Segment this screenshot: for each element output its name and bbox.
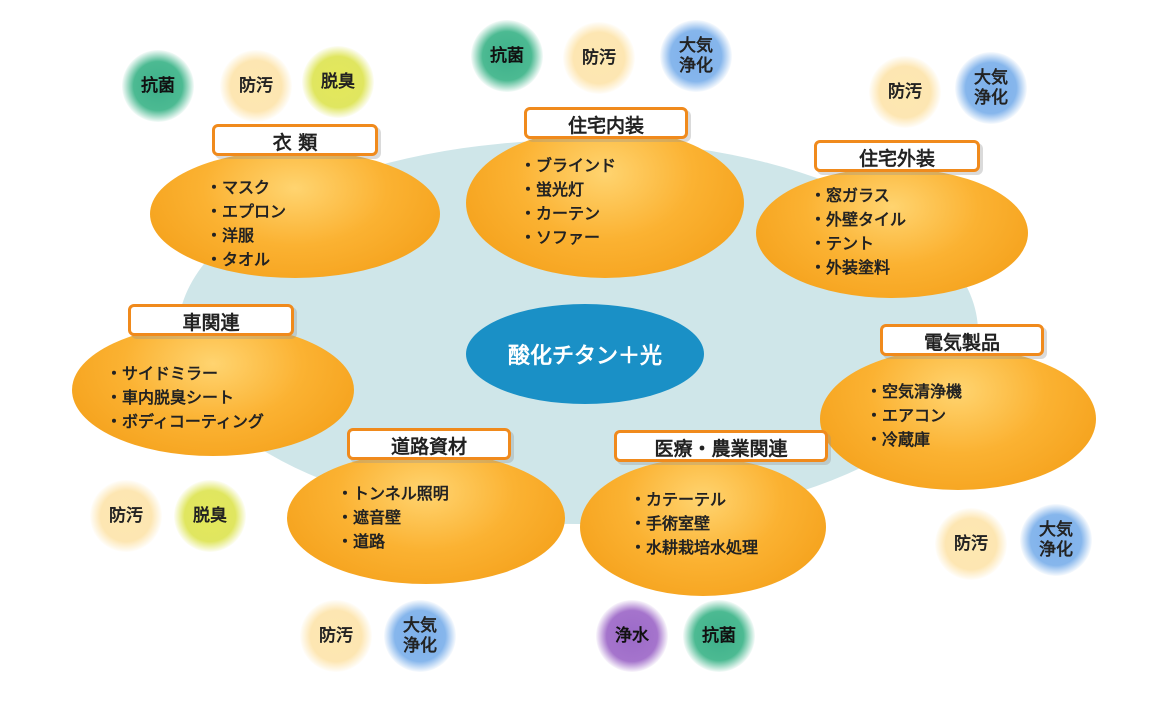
list-item: 外装塗料 [810, 256, 906, 280]
antifouling-badge: 防汚 [563, 22, 635, 94]
air-purification-badge: 大気 浄化 [1020, 504, 1092, 576]
category-title: 医療・農業関連 [614, 430, 828, 462]
category-items: トンネル照明 遮音壁 道路 [337, 482, 449, 554]
list-item: 蛍光灯 [520, 178, 616, 202]
category-title: 住宅外装 [814, 140, 980, 172]
list-item: 外壁タイル [810, 208, 906, 232]
center-titanium-oxide: 酸化チタン＋光 [466, 304, 704, 404]
deodorizing-badge: 脱臭 [302, 46, 374, 118]
category-title: 車関連 [128, 304, 294, 336]
category-items: 窓ガラス 外壁タイル テント 外装塗料 [810, 184, 906, 280]
category-exterior: 住宅外装 窓ガラス 外壁タイル テント 外装塗料 [756, 140, 1028, 298]
category-automotive: 車関連 サイドミラー 車内脱臭シート ボディコーティング [72, 304, 354, 456]
antibacterial-badge: 抗菌 [471, 20, 543, 92]
antifouling-badge: 防汚 [90, 480, 162, 552]
list-item: 窓ガラス [810, 184, 906, 208]
list-item: 空気清浄機 [866, 380, 962, 404]
list-item: サイドミラー [106, 362, 264, 386]
category-title: 住宅内装 [524, 107, 688, 139]
list-item: ボディコーティング [106, 410, 264, 434]
antifouling-badge: 防汚 [300, 600, 372, 672]
list-item: エアコン [866, 404, 962, 428]
category-items: マスク エプロン 洋服 タオル [206, 176, 286, 272]
list-item: カテーテル [630, 488, 758, 512]
category-title: 道路資材 [347, 428, 511, 460]
air-purification-badge: 大気 浄化 [660, 20, 732, 92]
list-item: タオル [206, 248, 286, 272]
list-item: ブラインド [520, 154, 616, 178]
category-items: ブラインド 蛍光灯 カーテン ソファー [520, 154, 616, 250]
category-interior: 住宅内装 ブラインド 蛍光灯 カーテン ソファー [466, 107, 744, 278]
category-title: 電気製品 [880, 324, 1044, 356]
list-item: 遮音壁 [337, 506, 449, 530]
antifouling-badge: 防汚 [869, 56, 941, 128]
list-item: 道路 [337, 530, 449, 554]
air-purification-badge: 大気 浄化 [384, 600, 456, 672]
category-title: 衣 類 [212, 124, 378, 156]
list-item: マスク [206, 176, 286, 200]
category-road-materials: 道路資材 トンネル照明 遮音壁 道路 [287, 428, 565, 584]
category-clothing: 衣 類 マスク エプロン 洋服 タオル [150, 124, 440, 278]
antibacterial-badge: 抗菌 [683, 600, 755, 672]
category-electronics: 電気製品 空気清浄機 エアコン 冷蔵庫 [820, 324, 1096, 490]
category-medical-agriculture: 医療・農業関連 カテーテル 手術室壁 水耕栽培水処理 [580, 430, 828, 596]
list-item: 冷蔵庫 [866, 428, 962, 452]
list-item: ソファー [520, 226, 616, 250]
list-item: 手術室壁 [630, 512, 758, 536]
antibacterial-badge: 抗菌 [122, 50, 194, 122]
category-items: 空気清浄機 エアコン 冷蔵庫 [866, 380, 962, 452]
list-item: 洋服 [206, 224, 286, 248]
list-item: テント [810, 232, 906, 256]
list-item: トンネル照明 [337, 482, 449, 506]
list-item: カーテン [520, 202, 616, 226]
deodorizing-badge: 脱臭 [174, 480, 246, 552]
category-ellipse [150, 150, 440, 278]
list-item: 車内脱臭シート [106, 386, 264, 410]
water-purification-badge: 浄水 [596, 600, 668, 672]
air-purification-badge: 大気 浄化 [955, 52, 1027, 124]
list-item: 水耕栽培水処理 [630, 536, 758, 560]
category-items: サイドミラー 車内脱臭シート ボディコーティング [106, 362, 264, 434]
category-items: カテーテル 手術室壁 水耕栽培水処理 [630, 488, 758, 560]
antifouling-badge: 防汚 [935, 508, 1007, 580]
list-item: エプロン [206, 200, 286, 224]
antifouling-badge: 防汚 [220, 50, 292, 122]
